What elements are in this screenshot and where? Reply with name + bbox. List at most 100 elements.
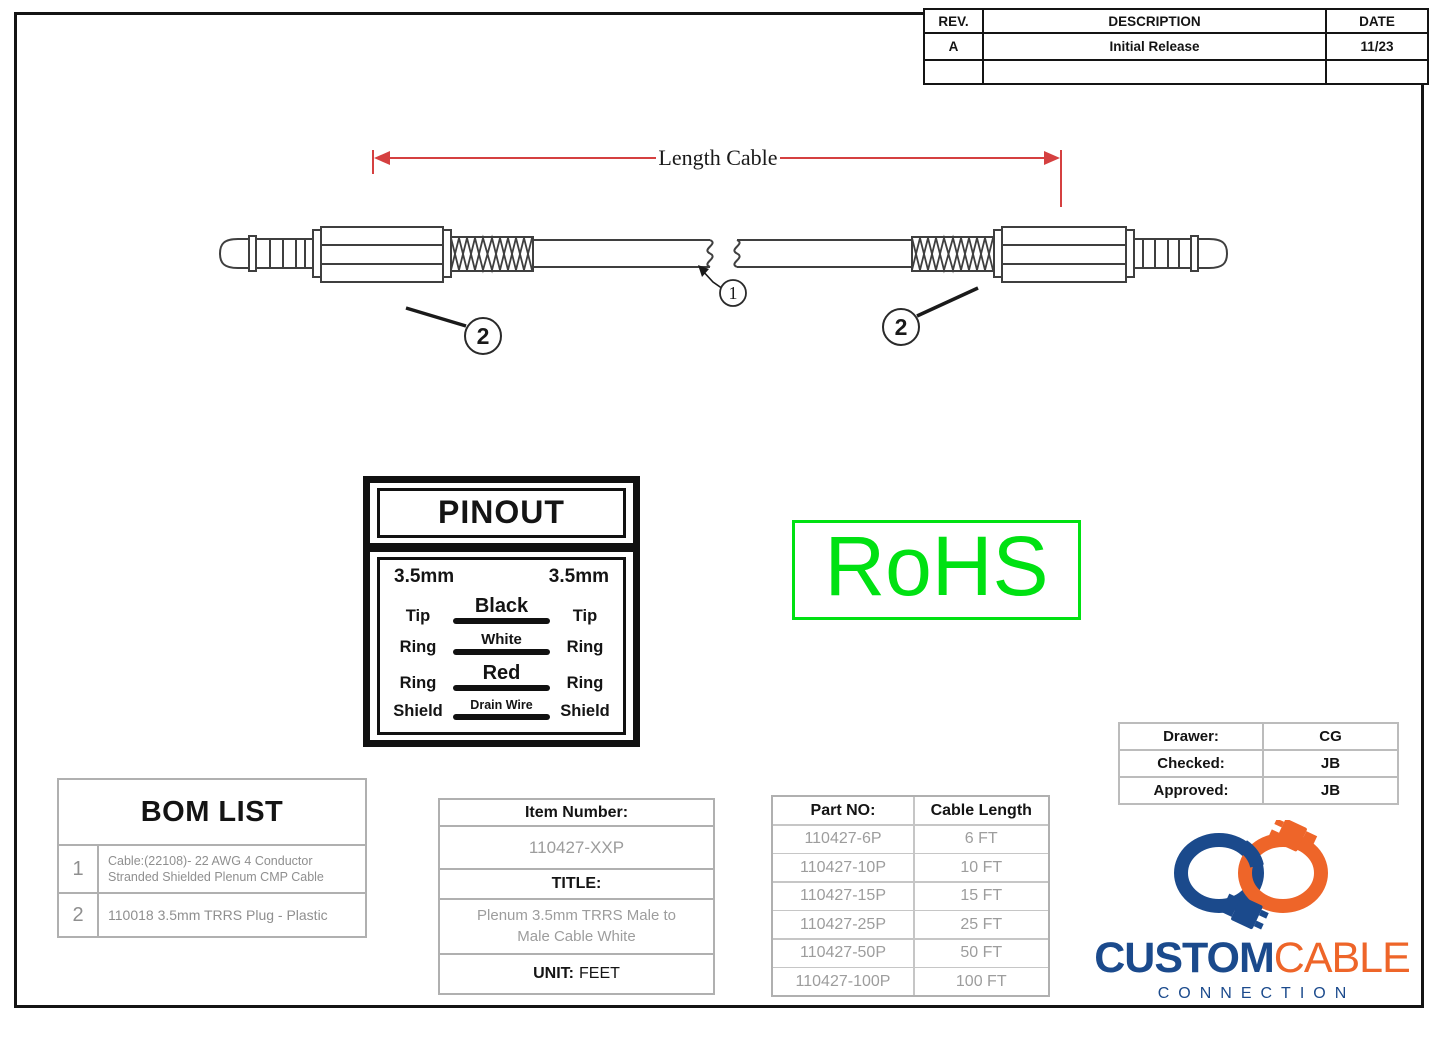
pinout-row-ring1: Ring White Ring xyxy=(390,632,613,655)
unit-row: UNIT: FEET xyxy=(440,955,713,993)
cable-length: 50 FT xyxy=(914,939,1048,967)
dimension-label: Length Cable xyxy=(658,145,777,170)
approval-table: Drawer: CG Checked: JB Approved: JB xyxy=(1118,722,1399,805)
logo-subtitle: CONNECTION xyxy=(1157,985,1356,1002)
drawer-value: CG xyxy=(1264,724,1397,749)
part-no: 110427-6P xyxy=(773,825,913,853)
pinout-box: PINOUT 3.5mm 3.5mm Tip Black Tip Ring Wh… xyxy=(363,476,640,747)
callout-1-label: 1 xyxy=(729,283,738,303)
wire-black: Black xyxy=(453,596,550,624)
callout-1: 1 xyxy=(698,265,747,307)
pinout-row-ring2: Ring Red Ring xyxy=(390,663,613,691)
wire-color-label: Black xyxy=(474,595,529,617)
pinout-separator xyxy=(370,543,633,552)
cable-length: 15 FT xyxy=(914,882,1048,910)
description-empty xyxy=(984,61,1325,83)
wire-color-label: White xyxy=(481,631,522,648)
infinity-cable-icon xyxy=(1174,820,1328,930)
bom-item-desc: 110018 3.5mm TRRS Plug - Plastic xyxy=(108,906,328,923)
logo-custom-text: CUSTOM xyxy=(1094,934,1275,982)
bom-item-row: 2 110018 3.5mm TRRS Plug - Plastic xyxy=(59,894,365,936)
part-no-header: Part NO: xyxy=(773,797,913,824)
callout-2-right-label: 2 xyxy=(895,314,908,340)
pinout-right-connector: 3.5mm xyxy=(548,566,609,587)
title-label: TITLE: xyxy=(440,870,713,900)
logo-wordmark: CUSTOMCABLE xyxy=(1094,934,1411,982)
part-no: 110427-10P xyxy=(773,854,913,881)
part-number-table: Part NO: Cable Length 110427-6P 6 FT 110… xyxy=(771,795,1050,997)
pin-left-label: Shield xyxy=(393,702,443,720)
description-header: DESCRIPTION xyxy=(984,10,1325,32)
wire-color-label: Red xyxy=(482,662,521,684)
date-empty xyxy=(1327,61,1427,83)
rev-header: REV. xyxy=(925,10,982,32)
date-header: DATE xyxy=(1327,10,1427,32)
cable-drawing: Length Cable xyxy=(218,145,1229,355)
wire-white: White xyxy=(453,632,550,655)
cable-line xyxy=(533,239,912,268)
bom-item-row: 1 Cable:(22108)- 22 AWG 4 Conductor Stra… xyxy=(59,846,365,894)
bom-list: BOM LIST 1 Cable:(22108)- 22 AWG 4 Condu… xyxy=(57,778,367,938)
wire-red: Red xyxy=(453,663,550,691)
cable-length-header: Cable Length xyxy=(914,797,1048,824)
bom-title: BOM LIST xyxy=(59,780,365,846)
company-logo: CUSTOMCABLE CONNECTION xyxy=(1078,820,1426,1003)
cable-length: 6 FT xyxy=(914,825,1048,853)
bom-item-number: 1 xyxy=(59,846,99,892)
cable-length: 100 FT xyxy=(914,968,1048,995)
pinout-body: 3.5mm 3.5mm Tip Black Tip Ring White Rin… xyxy=(377,557,626,735)
drawer-label: Drawer: xyxy=(1120,724,1262,749)
left-plug-icon xyxy=(218,226,534,283)
sheet-border xyxy=(14,12,1424,1008)
pinout-row-shield: Shield Drain Wire Shield xyxy=(390,699,613,720)
rohs-label: RoHS xyxy=(824,519,1049,613)
logo-cable-text: CABLE xyxy=(1273,934,1411,982)
wire-drain: Drain Wire xyxy=(453,699,550,720)
unit-value: FEET xyxy=(579,965,620,982)
pin-left-label: Tip xyxy=(405,606,431,625)
pinout-title: PINOUT xyxy=(377,488,626,538)
cable-length: 25 FT xyxy=(914,911,1048,938)
cable-length: 10 FT xyxy=(914,854,1048,881)
length-dimension xyxy=(372,150,1062,207)
right-plug-icon xyxy=(911,226,1229,283)
checked-label: Checked: xyxy=(1120,751,1262,776)
wire-bar xyxy=(453,685,550,691)
part-no: 110427-15P xyxy=(773,882,913,910)
item-number-label: Item Number: xyxy=(440,800,713,827)
part-no: 110427-25P xyxy=(773,911,913,938)
wire-bar xyxy=(453,618,550,624)
item-info-table: Item Number: 110427-XXP TITLE: Plenum 3.… xyxy=(438,798,715,995)
approved-label: Approved: xyxy=(1120,778,1262,803)
pin-right-label: Ring xyxy=(566,637,604,656)
description-value: Initial Release xyxy=(984,34,1325,59)
rev-value: A xyxy=(925,34,982,59)
date-value: 11/23 xyxy=(1327,34,1427,59)
callout-2-left-label: 2 xyxy=(477,323,490,349)
bom-item-desc: Cable:(22108)- 22 AWG 4 Conductor Strand… xyxy=(108,853,324,884)
pinout-left-connector: 3.5mm xyxy=(394,566,455,587)
wire-bar xyxy=(453,713,550,720)
pin-right-label: Shield xyxy=(560,702,610,720)
strain-relief-right xyxy=(911,234,994,274)
pinout-row-tip: Tip Black Tip xyxy=(390,596,613,624)
part-no: 110427-50P xyxy=(773,939,913,967)
wire-color-label: Drain Wire xyxy=(470,698,533,712)
pin-left-label: Ring xyxy=(399,637,437,656)
rev-empty xyxy=(925,61,982,83)
revision-table: REV. DESCRIPTION DATE A Initial Release … xyxy=(923,8,1429,85)
unit-label: UNIT: xyxy=(533,965,574,982)
wire-bar xyxy=(453,649,550,655)
checked-value: JB xyxy=(1264,751,1397,776)
title-value: Plenum 3.5mm TRRS Male to Male Cable Whi… xyxy=(440,900,713,955)
approved-value: JB xyxy=(1264,778,1397,803)
pin-left-label: Ring xyxy=(399,673,437,692)
pin-right-label: Ring xyxy=(566,673,604,692)
callout-2-left: 2 xyxy=(405,306,502,355)
callout-2-right: 2 xyxy=(882,286,979,346)
part-no: 110427-100P xyxy=(773,968,913,995)
rohs-badge: RoHS xyxy=(792,520,1081,620)
pin-right-label: Tip xyxy=(572,606,598,625)
bom-item-number: 2 xyxy=(59,894,99,936)
